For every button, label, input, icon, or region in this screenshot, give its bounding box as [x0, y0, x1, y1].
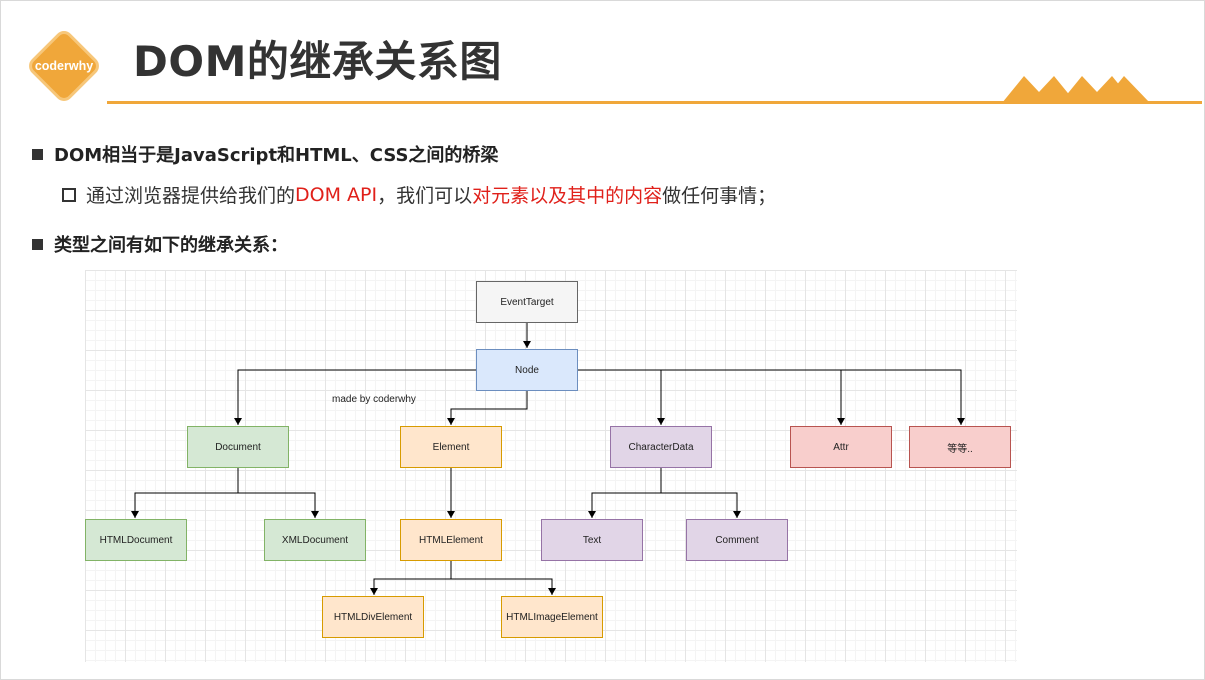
mountains-decoration-icon: [1002, 76, 1150, 103]
edge-node-etc: [841, 369, 965, 425]
logo-text: coderwhy: [35, 59, 93, 73]
diagram-connectors: [131, 323, 965, 595]
sub-text-2: ，我们可以: [377, 185, 473, 207]
sub-text-3: 做任何事情；: [662, 185, 777, 207]
node-htmlelement: HTMLElement: [400, 519, 502, 561]
page-title: DOM的继承关系图: [133, 37, 502, 86]
bullet-square-icon: [32, 238, 43, 250]
inheritance-diagram: made by coderwhy EventTarget Node Docume…: [85, 270, 1017, 662]
bullet-text: DOM相当于是JavaScript和HTML、CSS之间的桥梁: [54, 145, 499, 166]
node-element: Element: [400, 426, 502, 468]
edge-document-htmldocument: [131, 467, 239, 518]
edge-node-element: [447, 391, 528, 425]
edge-htmlelement-htmldivelement: [370, 560, 452, 595]
bullet-dom-bridge: DOM相当于是JavaScript和HTML、CSS之间的桥梁: [32, 141, 498, 167]
edge-node-document: [234, 369, 476, 425]
node-eventtarget: EventTarget: [476, 281, 578, 323]
sub-text-dom-api: DOM API: [295, 183, 378, 206]
edge-characterdata-comment: [661, 492, 741, 518]
sub-text-1: 通过浏览器提供给我们的: [86, 185, 296, 207]
node-htmldivelement: HTMLDivElement: [322, 596, 424, 638]
bullet-text: 类型之间有如下的继承关系：: [54, 235, 288, 256]
node-htmlimageelement: HTMLImageElement: [501, 596, 603, 638]
node-attr: Attr: [790, 426, 892, 468]
title-underline: [107, 101, 1202, 104]
node-text: Text: [541, 519, 643, 561]
node-etc: 等等..: [909, 426, 1011, 468]
node-xmldocument: XMLDocument: [264, 519, 366, 561]
node-node: Node: [476, 349, 578, 391]
node-document: Document: [187, 426, 289, 468]
node-htmldocument: HTMLDocument: [85, 519, 187, 561]
sub-text-elements: 对元素以及其中的内容: [472, 185, 663, 207]
edge-document-xmldocument: [238, 492, 319, 518]
bullet-inheritance: 类型之间有如下的继承关系：: [32, 231, 288, 257]
edge-characterdata-text: [588, 467, 662, 518]
edge-htmlelement-htmlimageelement: [451, 578, 556, 595]
coderwhy-logo-icon: coderwhy: [29, 31, 99, 101]
made-by-label: made by coderwhy: [332, 394, 416, 405]
edge-node-characterdata: [578, 369, 665, 425]
node-characterdata: CharacterData: [610, 426, 712, 468]
bullet-square-icon: [32, 148, 43, 160]
hollow-square-icon: [62, 187, 76, 202]
edge-node-attr: [661, 369, 845, 425]
node-comment: Comment: [686, 519, 788, 561]
